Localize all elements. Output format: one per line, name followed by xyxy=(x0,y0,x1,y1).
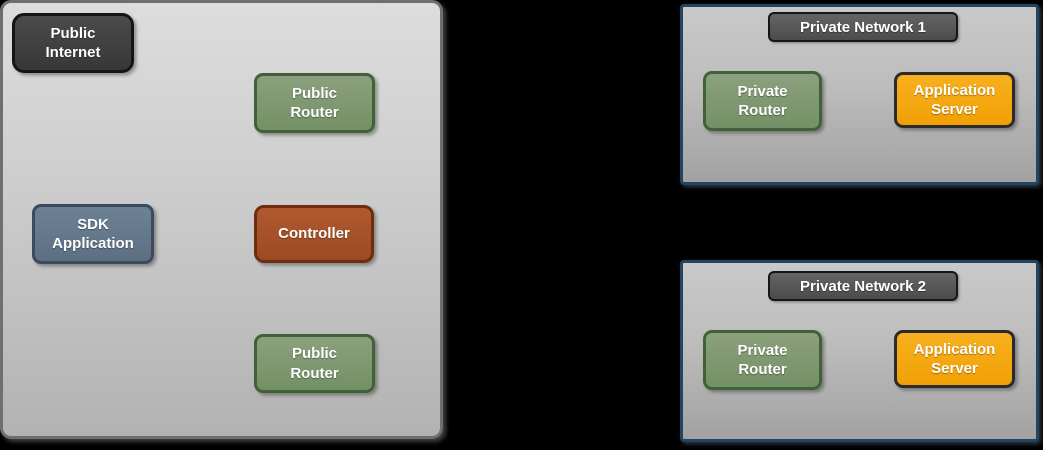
node-label-line: Router xyxy=(290,104,339,121)
node-label-line: Router xyxy=(290,364,339,382)
private-network-2: Private Network 2 Private Router Applica… xyxy=(680,260,1039,442)
node-label-line: Public xyxy=(291,345,337,363)
node-label-line: Application xyxy=(913,81,996,99)
controller-node: Controller xyxy=(254,205,374,263)
private-network-1: Private Network 1 Private Router Applica… xyxy=(680,4,1039,185)
public-zone: Public Internet Public Router SDK Applic… xyxy=(0,0,443,439)
node-label-line: SDK xyxy=(77,215,109,233)
application-server-node-2: Application Server xyxy=(894,330,1015,388)
sdk-application-node: SDK Application xyxy=(32,204,154,264)
node-label-line: Public xyxy=(291,84,337,102)
node-label-line: Private xyxy=(737,82,788,100)
node-label-line: Application xyxy=(52,235,134,252)
public-internet-node: Public Internet xyxy=(12,13,134,73)
node-label-line: Public xyxy=(50,24,96,42)
node-label-line: Router xyxy=(738,361,787,378)
node-label-line: Server xyxy=(931,360,978,377)
node-label-line: Internet xyxy=(45,44,101,61)
public-router-bottom-node: Public Router xyxy=(254,334,375,393)
private-router-node-1: Private Router xyxy=(703,71,822,131)
node-label-line: Router xyxy=(738,102,787,119)
node-label-line: Server xyxy=(931,101,978,118)
private-router-node-2: Private Router xyxy=(703,330,822,390)
node-label-line: Private xyxy=(737,341,788,359)
node-label-line: Controller xyxy=(278,225,350,243)
public-router-top-node: Public Router xyxy=(254,73,375,133)
application-server-node-1: Application Server xyxy=(894,72,1015,128)
private-network-2-title: Private Network 2 xyxy=(768,271,958,301)
node-label-line: Application xyxy=(913,340,996,358)
private-network-1-title: Private Network 1 xyxy=(768,12,958,42)
